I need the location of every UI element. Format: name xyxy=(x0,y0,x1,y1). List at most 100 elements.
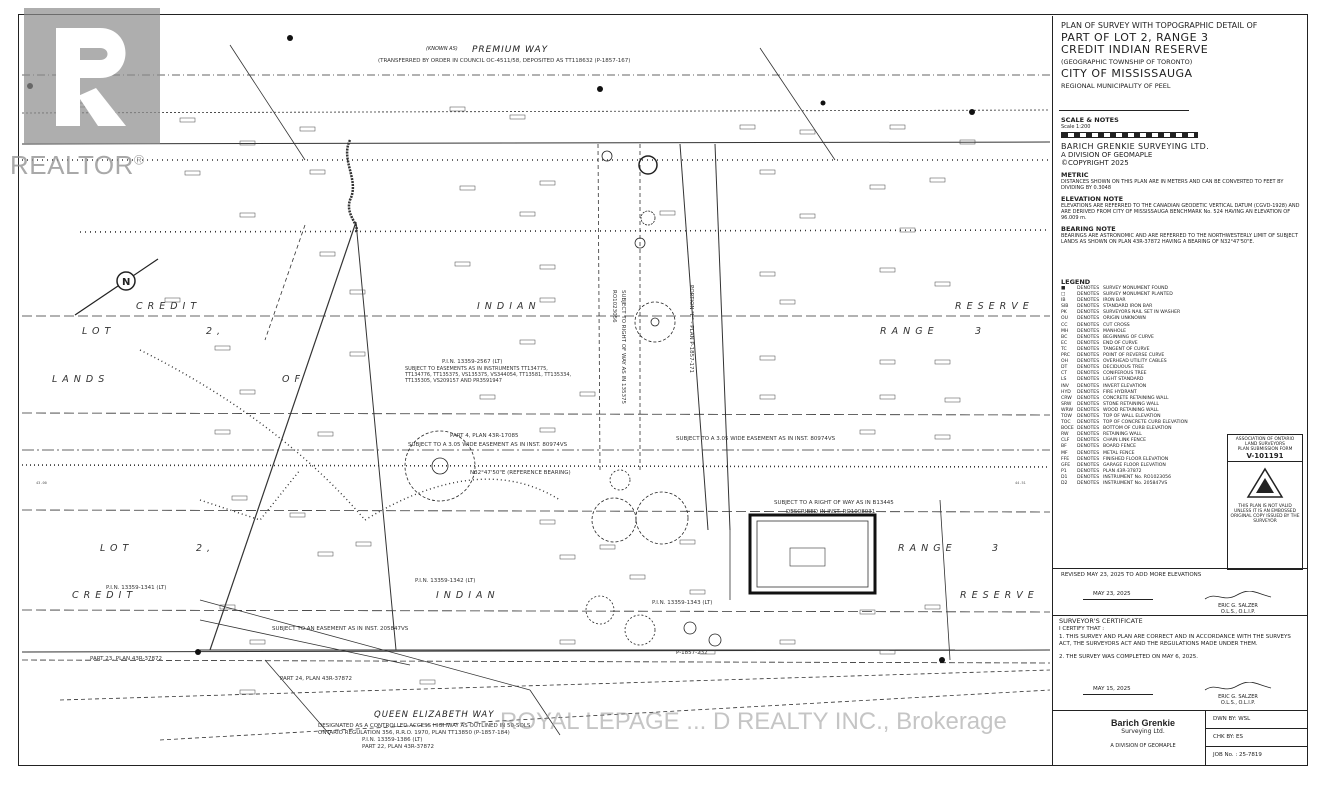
legend-text: CUT CROSS xyxy=(1103,322,1130,328)
svg-text:P.I.N. 13359-1343 (LT): P.I.N. 13359-1343 (LT) xyxy=(652,600,712,606)
legend-text: BOARD FENCE xyxy=(1103,444,1137,450)
legend-d: DENOTES xyxy=(1077,298,1100,304)
revision-date: MAY 23, 2025 xyxy=(1093,591,1131,597)
svg-text:ONTARIO REGULATION 356, R.R.O.: ONTARIO REGULATION 356, R.R.O. 1970, PLA… xyxy=(318,730,510,736)
firm-division: A DIVISION OF GEOMAPLE xyxy=(1061,151,1153,159)
legend-sym: CRW xyxy=(1061,395,1072,401)
svg-text:DESCRIBED IN INST. RO1008031: DESCRIBED IN INST. RO1008031 xyxy=(786,509,875,515)
elevation-tag xyxy=(599,544,616,550)
stamp-line2: LAND SURVEYORS xyxy=(1245,442,1285,447)
elevation-tag xyxy=(449,106,466,112)
svg-text:43.00: 43.00 xyxy=(36,481,47,485)
legend-sym: TOW xyxy=(1061,413,1072,419)
legend-d: DENOTES xyxy=(1077,481,1100,486)
legend-d: DENOTES xyxy=(1077,310,1100,316)
legend-d: DENOTES xyxy=(1077,426,1100,432)
legend-sym: TOC xyxy=(1061,420,1071,426)
firm-logo-sub: Surveying Ltd. xyxy=(1121,728,1165,735)
firm-block: Barich Grenkie Surveying Ltd. A DIVISION… xyxy=(1053,710,1307,766)
legend-sym: BF xyxy=(1061,444,1067,450)
elevation-tag xyxy=(349,351,366,357)
copyright: ©COPYRIGHT 2025 xyxy=(1061,159,1129,167)
certificate-surveyor-title: O.L.S., O.L.I.P. xyxy=(1220,700,1256,706)
elevation-tag xyxy=(239,689,256,695)
elevation-tag xyxy=(289,512,306,518)
legend-sym: IB xyxy=(1061,298,1066,304)
elevation-tag xyxy=(239,140,256,146)
svg-text:PART 4, PLAN 43R-17085: PART 4, PLAN 43R-17085 xyxy=(450,433,519,439)
legend-text: SURVEYORS NAIL SET IN WASHER xyxy=(1103,310,1181,316)
legend-d: DENOTES xyxy=(1077,304,1100,310)
svg-text:INDIAN: INDIAN xyxy=(477,301,541,312)
elevation-tag xyxy=(889,124,906,130)
legend-text: END OF CURVE xyxy=(1103,340,1138,346)
svg-text:DESIGNATED AS A CONTROLLED ACC: DESIGNATED AS A CONTROLLED ACCESS HIGHWA… xyxy=(318,723,531,729)
legend-sym: D1 xyxy=(1061,474,1068,480)
title-lot: PART OF LOT 2, RANGE 3 xyxy=(1061,31,1209,44)
legend-d: DENOTES xyxy=(1077,444,1100,450)
legend-text: FIRE HYDRANT xyxy=(1103,389,1137,395)
legend-text: WOOD RETAINING WALL xyxy=(1103,407,1159,413)
elevation-tag xyxy=(934,434,951,440)
easement-list: SUBJECT TO EASEMENTS AS IN INSTRUMENTS T… xyxy=(405,366,572,384)
elevation-tag xyxy=(319,251,336,257)
elevation-tag xyxy=(739,124,756,130)
svg-text:P.I.N. 13359-1342 (LT): P.I.N. 13359-1342 (LT) xyxy=(415,578,475,584)
legend-sym: GFE xyxy=(1061,462,1071,468)
legend-text: RETAINING WALL xyxy=(1103,432,1142,438)
svg-text:3: 3 xyxy=(975,326,986,337)
svg-text:LOT: LOT xyxy=(82,326,115,337)
elevation-tag xyxy=(219,604,236,610)
elevation-tag xyxy=(629,574,646,580)
title-city: CITY OF MISSISSAUGA xyxy=(1061,67,1193,80)
elevation-tag xyxy=(539,427,556,433)
svg-text:44.51: 44.51 xyxy=(1015,481,1026,485)
legend-d: DENOTES xyxy=(1077,474,1100,480)
legend-d: DENOTES xyxy=(1077,420,1100,426)
elevation-tag xyxy=(539,264,556,270)
legend-d: DENOTES xyxy=(1077,407,1100,413)
elevation-tag xyxy=(879,359,896,365)
legend-text: DECIDUOUS TREE xyxy=(1103,365,1145,371)
elevation-tag xyxy=(779,299,796,305)
svg-text:PART 24, PLAN 43R-37872: PART 24, PLAN 43R-37872 xyxy=(280,676,352,682)
legend-sym: DT xyxy=(1061,365,1068,371)
svg-text:RANGE: RANGE xyxy=(898,543,957,554)
legend-sym: OH xyxy=(1061,359,1069,365)
legend-d: DENOTES xyxy=(1077,450,1100,456)
legend-sym: BOCE xyxy=(1061,426,1074,432)
elevation-tag xyxy=(934,359,951,365)
elevation-tag xyxy=(869,184,886,190)
legend-text: SURVEY MONUMENT FOUND xyxy=(1103,286,1169,291)
svg-text:SUBJECT TO A 3.05 WIDE EASEMEN: SUBJECT TO A 3.05 WIDE EASEMENT AS IN IN… xyxy=(408,442,568,448)
firm-name: BARICH GRENKIE SURVEYING LTD. xyxy=(1061,142,1210,151)
legend-sym: ■ xyxy=(1061,286,1066,291)
elevation-tag xyxy=(579,391,596,397)
legend-sym: SRW xyxy=(1061,401,1072,407)
title-heading: PLAN OF SURVEY WITH TOPOGRAPHIC DETAIL O… xyxy=(1061,21,1258,30)
legend-text: MANHOLE xyxy=(1103,328,1127,334)
legend-d: DENOTES xyxy=(1077,371,1100,377)
stamp-line3: PLAN SUBMISSION FORM xyxy=(1237,447,1293,452)
legend-sym: MF xyxy=(1061,450,1068,456)
elevation-tag xyxy=(859,609,876,615)
svg-text:(TRANSFERRED BY ORDER IN COUNC: (TRANSFERRED BY ORDER IN COUNCIL OC-4511… xyxy=(378,58,630,64)
legend-d: DENOTES xyxy=(1077,286,1100,291)
elevation-tag xyxy=(879,394,896,400)
legend-text: CONIFEROUS TREE xyxy=(1103,371,1147,377)
revision-surveyor: ERIC G. SALZER xyxy=(1218,603,1258,609)
legend-text: PLAN 43R-37872 xyxy=(1103,468,1142,474)
